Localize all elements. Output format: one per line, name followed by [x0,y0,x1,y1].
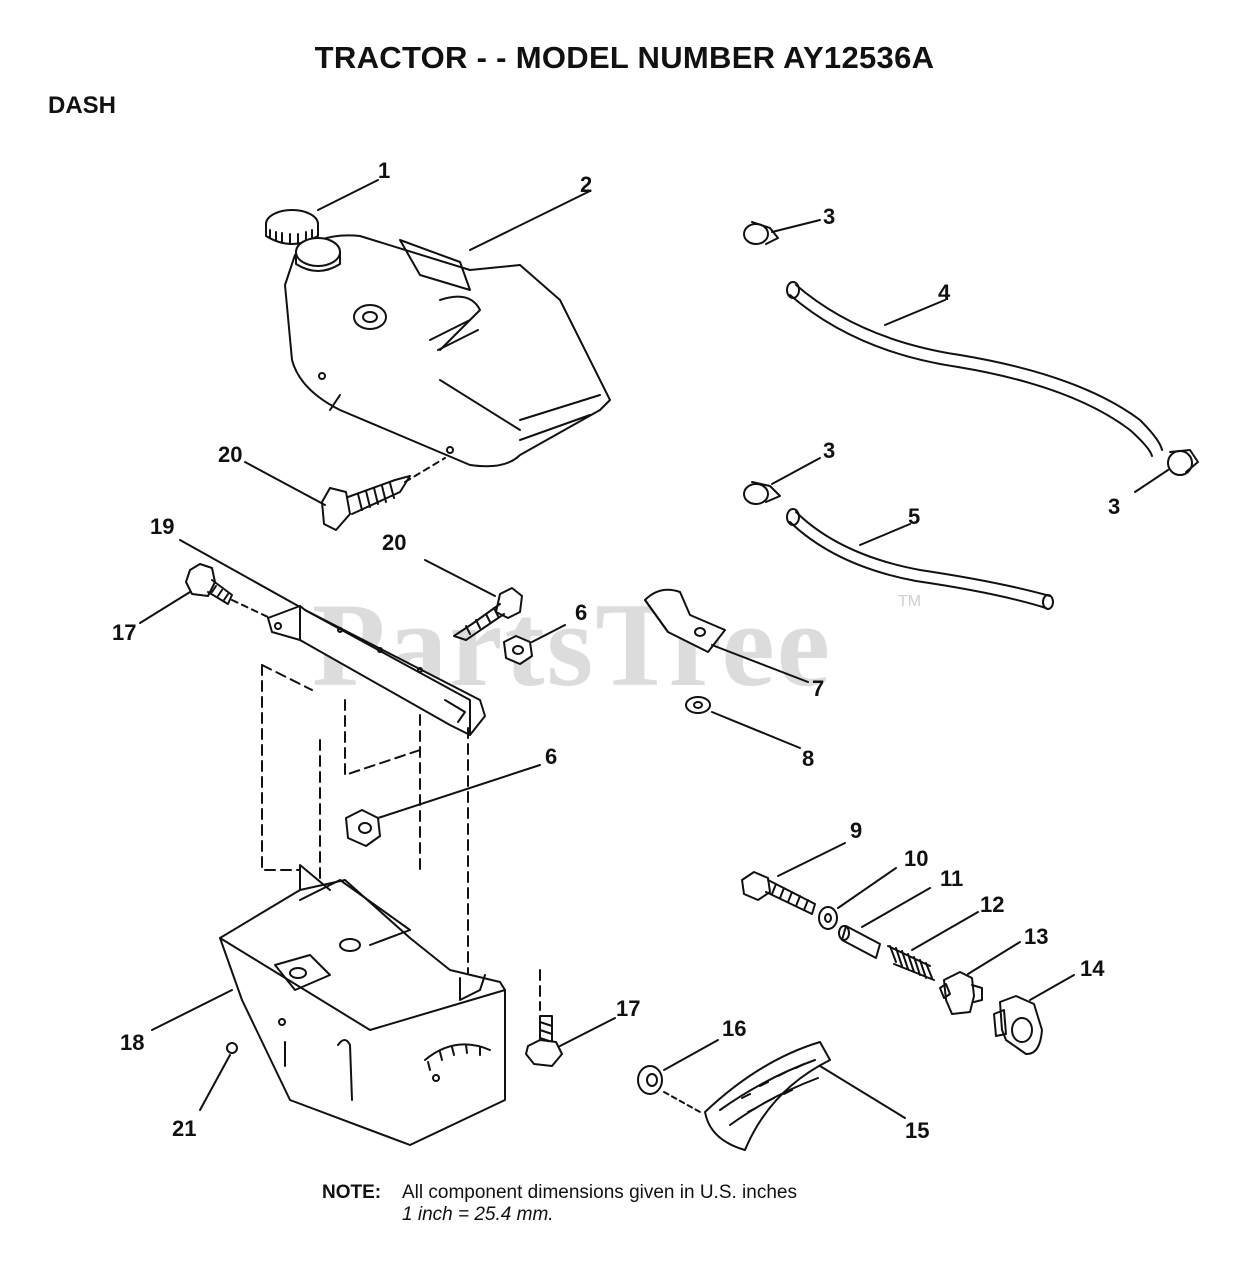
callout-1: 1 [378,158,390,183]
callout-8: 8 [802,746,814,771]
bracket-bolt-middle [424,559,523,641]
dash-bracket-part [179,539,486,736]
callout-3c: 3 [1108,494,1120,519]
fuel-tank-part [284,190,611,468]
callout-10: 10 [904,846,928,871]
callout-21: 21 [172,1116,196,1141]
callout-17a: 17 [112,620,136,645]
lever-bracket-part [939,941,1021,1015]
callout-3a: 3 [823,204,835,229]
callout-20b: 20 [382,530,406,555]
callout-4: 4 [938,280,951,305]
lever-housing-part [993,974,1075,1056]
callout-11: 11 [940,866,963,891]
throttle-plate-part [704,1041,906,1151]
note-line-2: 1 inch = 25.4 mm. [402,1204,554,1225]
callout-3b: 3 [823,438,835,463]
spring-part [887,911,979,981]
note-body: All component dimensions given in U.S. i… [402,1182,797,1226]
page-title: TRACTOR - - MODEL NUMBER AY12536A [314,40,935,75]
note-line-1: All component dimensions given in U.S. i… [402,1182,797,1203]
hose-clamp-middle [743,457,821,505]
callout-19: 19 [150,514,174,539]
fuel-hose-long [786,281,1163,457]
callout-6b: 6 [545,744,557,769]
bracket-bolt-upper [139,563,271,624]
dash-panel-part [151,864,506,1146]
bracket-bolt-lower [525,1015,616,1067]
tank-screw-part [244,457,446,531]
hex-nut-lower [345,764,541,847]
dimension-note: NOTE: All component dimensions given in U… [322,1182,797,1226]
callout-7: 7 [812,676,824,701]
watermark-tm: TM [898,593,921,610]
callout-13: 13 [1024,924,1048,949]
small-screw-part [199,1042,238,1111]
fuel-cap-part [265,179,379,245]
callout-15: 15 [905,1118,929,1143]
callout-18: 18 [120,1030,144,1055]
callout-6a: 6 [575,600,587,625]
hose-clamp-upper [743,219,821,245]
grommet-part [637,1039,719,1113]
hex-nut-upper [503,624,566,665]
callout-17b: 17 [616,996,640,1021]
callout-2: 2 [580,172,592,197]
assembly-guide-lines [261,664,541,1011]
callout-12: 12 [980,892,1004,917]
spacer-tube-part [838,887,931,959]
callout-9: 9 [850,818,862,843]
fuel-hose-short [786,508,1054,610]
long-bolt-part [741,842,846,915]
callout-16: 16 [722,1016,746,1041]
callout-14: 14 [1080,956,1105,981]
washer-part [685,696,801,749]
callout-5: 5 [908,504,920,529]
note-label: NOTE: [322,1182,382,1203]
fuel-line-clip [644,588,809,683]
section-heading: DASH [48,92,117,119]
flat-washer-part [818,867,897,930]
hose-clamp-right [1134,449,1199,493]
callout-20a: 20 [218,442,242,467]
